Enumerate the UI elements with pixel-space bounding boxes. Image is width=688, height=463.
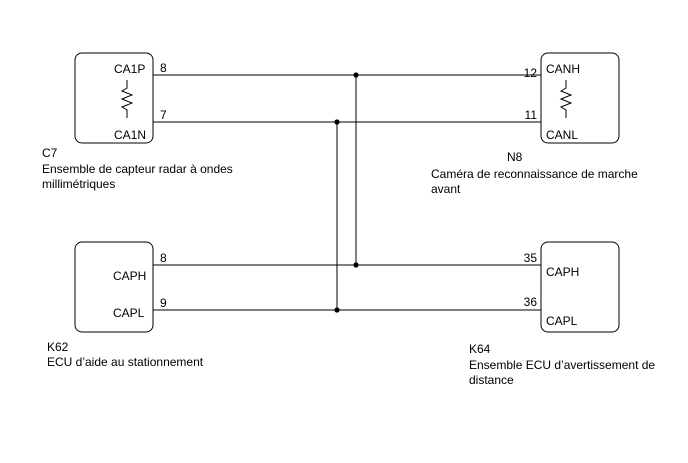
c7-name-line1: Ensemble de capteur radar à ondes	[42, 162, 233, 176]
k64-name-line2: distance	[469, 373, 514, 387]
component-k64: CAPH CAPL 35 36 K64 Ensemble ECU d’avert…	[469, 241, 655, 387]
component-n8: CANH CANL 12 11 N8 Caméra de reconnaissa…	[431, 52, 638, 196]
junction-dot	[334, 307, 340, 313]
n8-code: N8	[507, 150, 523, 164]
c7-name-line2: millimétriques	[42, 177, 115, 191]
n8-pin-bottom-num: 11	[525, 108, 538, 122]
k64-code: K64	[469, 342, 491, 356]
c7-pin-bottom-label: CA1N	[114, 128, 146, 142]
k64-name-line1: Ensemble ECU d’avertissement de	[469, 358, 655, 372]
n8-box	[540, 52, 620, 144]
n8-resistor-icon	[559, 80, 573, 118]
c7-pin-top-num: 8	[160, 61, 167, 75]
junction-dot	[334, 119, 340, 125]
component-c7: CA1P CA1N 8 7 C7 Ensemble de capteur rad…	[42, 52, 233, 191]
k64-pin-top-label: CAPH	[546, 265, 579, 279]
c7-pin-bottom-num: 7	[160, 108, 167, 122]
n8-pin-top-label: CANH	[546, 62, 580, 76]
k62-pin-top-num: 8	[160, 251, 167, 265]
k62-name-line1: ECU d’aide au stationnement	[47, 355, 204, 369]
junction-dot	[353, 262, 359, 268]
k62-pin-bottom-num: 9	[160, 296, 167, 310]
c7-pin-top-label: CA1P	[114, 62, 145, 76]
c7-box	[74, 52, 154, 144]
k62-pin-top-label: CAPH	[113, 269, 146, 283]
n8-pin-top-num: 12	[524, 66, 538, 80]
junction-dot	[353, 72, 359, 78]
n8-name-line1: Caméra de reconnaissance de marche	[431, 167, 638, 181]
wires	[153, 72, 541, 313]
c7-code: C7	[42, 146, 58, 160]
k64-pin-top-num: 35	[524, 251, 538, 265]
k64-box	[540, 241, 620, 333]
k62-box	[74, 241, 154, 333]
n8-pin-bottom-label: CANL	[546, 128, 578, 142]
k64-pin-bottom-label: CAPL	[546, 314, 578, 328]
component-k62: CAPH CAPL 8 9 K62 ECU d’aide au stationn…	[47, 241, 204, 369]
k62-pin-bottom-label: CAPL	[113, 306, 145, 320]
n8-name-line2: avant	[431, 182, 461, 196]
c7-resistor-icon	[120, 80, 134, 118]
k64-pin-bottom-num: 36	[524, 295, 538, 309]
k62-code: K62	[47, 340, 69, 354]
